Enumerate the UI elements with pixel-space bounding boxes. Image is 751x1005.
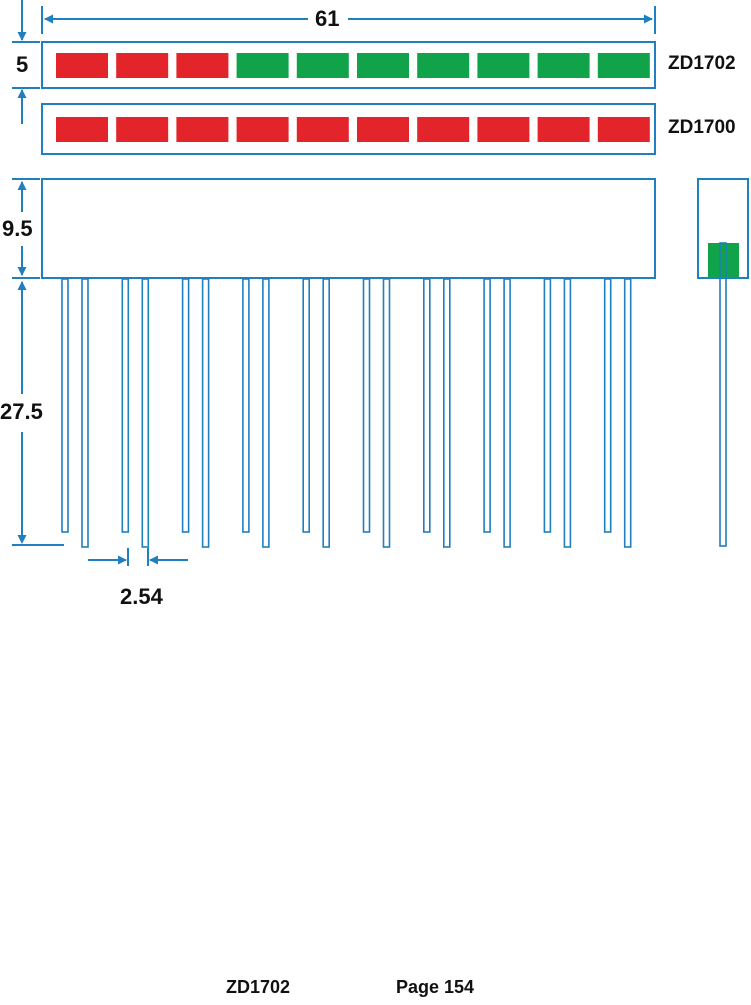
side-view — [697, 178, 749, 547]
footer-part-number: ZD1702 — [226, 977, 291, 997]
pin-pitch-arrow-left — [118, 555, 127, 565]
led-segment-zd1702-7 — [417, 53, 470, 78]
package-body — [41, 178, 656, 279]
led-height-dimension-label: 5 — [16, 52, 29, 77]
pin-6 — [201, 278, 210, 548]
led-segment-zd1702-9 — [537, 53, 590, 78]
led-height-arrow-bottom — [17, 89, 27, 98]
pin-20 — [623, 278, 632, 548]
led-segment-zd1702-4 — [236, 53, 289, 78]
pin-pitch-dimension-label: 2.54 — [120, 584, 163, 609]
body-height-arrow-top — [17, 181, 27, 190]
pin-8 — [262, 278, 270, 548]
side-view-pin — [719, 242, 727, 547]
pin-15 — [483, 278, 491, 533]
front-views — [41, 41, 656, 155]
led-segment-zd1700-3 — [176, 117, 229, 142]
pin-10 — [322, 278, 331, 548]
pin-7 — [242, 278, 250, 533]
footer-page-number: Page 154 — [396, 977, 475, 997]
pin-11 — [362, 278, 371, 533]
led-segment-zd1700-7 — [417, 117, 470, 142]
pin-length-arrow-bottom — [17, 535, 27, 544]
pin-length-dimension-label: 27.5 — [0, 399, 43, 424]
pin-13 — [422, 278, 431, 533]
pin-3 — [121, 278, 130, 533]
body-height-arrow-bottom — [17, 267, 27, 276]
pin-length-arrow-top — [17, 281, 27, 290]
pin-2 — [81, 278, 89, 548]
width-arrow-left — [44, 14, 53, 24]
width-dimension-label: 61 — [315, 6, 340, 31]
side-view-led — [708, 243, 739, 278]
pin-12 — [382, 278, 391, 548]
led-segment-zd1700-2 — [116, 117, 169, 142]
dimension-lines — [12, 0, 656, 566]
bar-outline-zd1702 — [41, 41, 656, 89]
led-height-arrow-top — [17, 32, 27, 41]
led-segment-zd1700-5 — [296, 117, 349, 142]
led-segment-zd1700-10 — [597, 117, 650, 142]
led-segment-zd1700-4 — [236, 117, 289, 142]
body-height-dimension-label: 9.5 — [2, 216, 33, 241]
led-segment-zd1702-1 — [56, 53, 108, 78]
led-segment-zd1700-6 — [357, 117, 409, 142]
package-body-outline — [41, 178, 656, 279]
led-segment-zd1702-5 — [296, 53, 349, 78]
bar-outline-zd1700 — [41, 103, 656, 155]
led-segment-zd1700-8 — [477, 117, 530, 142]
pin-9 — [302, 278, 311, 533]
led-segment-zd1702-3 — [176, 53, 229, 78]
led-segment-zd1702-2 — [116, 53, 169, 78]
pin-5 — [181, 278, 190, 533]
pin-17 — [543, 278, 552, 533]
width-arrow-right — [644, 14, 653, 24]
pin-19 — [603, 278, 612, 533]
led-segment-zd1702-10 — [597, 53, 650, 78]
pin-16 — [503, 278, 511, 548]
pin-4 — [141, 278, 150, 548]
pins — [61, 278, 632, 548]
part-label-zd1702: ZD1702 — [668, 53, 736, 74]
led-segment-zd1702-8 — [477, 53, 530, 78]
pin-14 — [442, 278, 451, 548]
led-segment-zd1700-1 — [56, 117, 108, 142]
pin-18 — [563, 278, 572, 548]
led-segment-zd1702-6 — [357, 53, 409, 78]
part-label-zd1700: ZD1700 — [668, 117, 736, 138]
pin-pitch-arrow-right — [149, 555, 158, 565]
led-segment-zd1700-9 — [537, 117, 590, 142]
pin-1 — [61, 278, 69, 533]
